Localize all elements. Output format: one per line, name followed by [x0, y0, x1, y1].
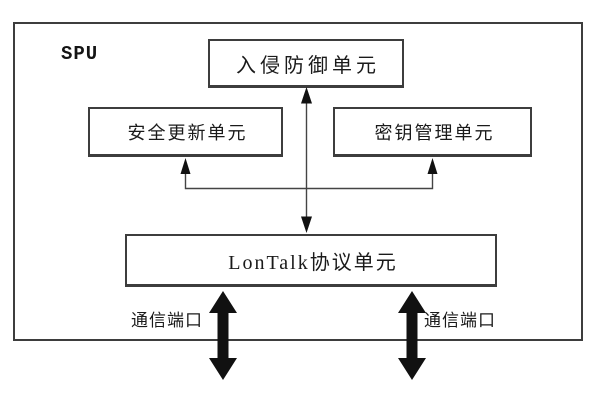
key-management-unit-label: 密钥管理单元 [374, 122, 495, 143]
intrusion-prevention-unit-label: 入侵防御单元 [236, 54, 380, 77]
security-update-unit-box: 安全更新单元 [88, 107, 283, 157]
comm-port-label-right: 通信端口 [424, 311, 496, 330]
spu-container-label: SPU [61, 43, 99, 65]
comm-port-label-left: 通信端口 [131, 311, 203, 330]
security-update-unit-label: 安全更新单元 [127, 122, 248, 143]
lontalk-protocol-unit-box: LonTalk协议单元 [125, 234, 497, 287]
intrusion-prevention-unit-box: 入侵防御单元 [208, 39, 404, 88]
lontalk-protocol-unit-label: LonTalk协议单元 [228, 251, 398, 274]
key-management-unit-box: 密钥管理单元 [333, 107, 532, 157]
